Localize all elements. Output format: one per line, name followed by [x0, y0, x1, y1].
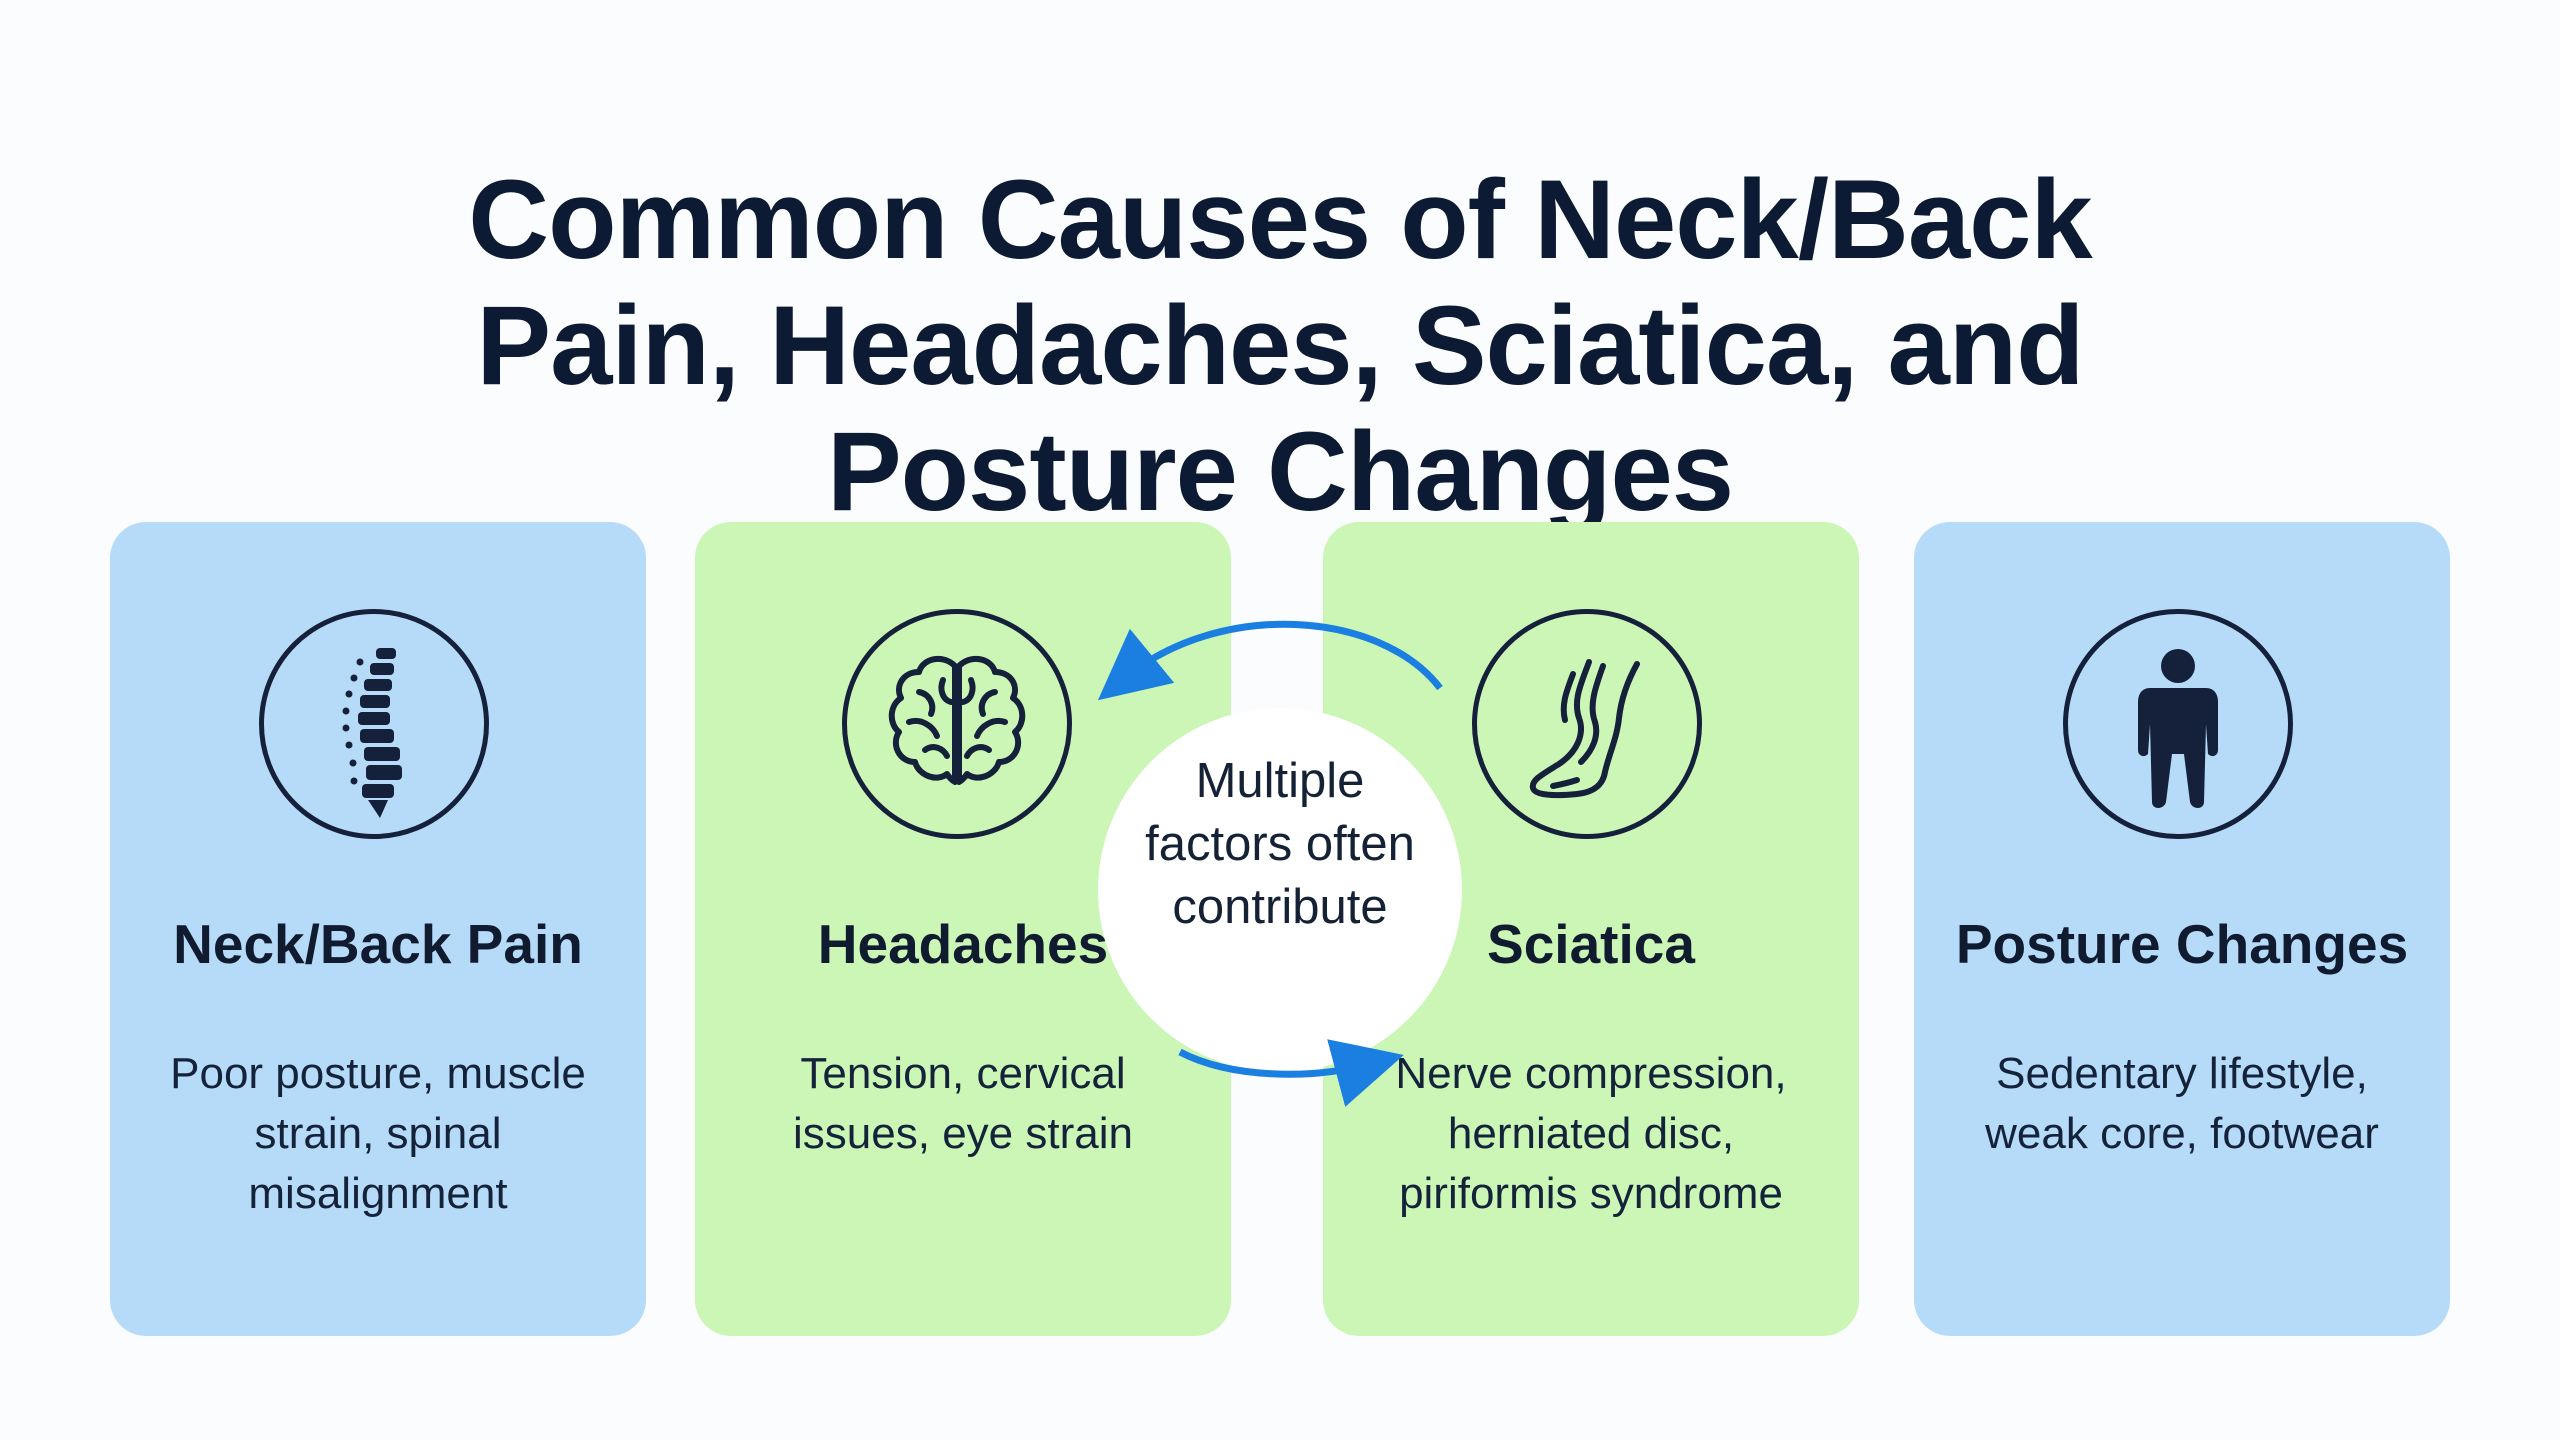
center-line: factors often — [1145, 817, 1415, 871]
center-line: contribute — [1172, 880, 1388, 934]
spine-icon — [259, 609, 489, 839]
desc-line: Sedentary lifestyle, — [1996, 1049, 2368, 1098]
card-title: Neck/Back Pain — [173, 913, 583, 975]
center-text: Multiple factors often contribute — [1098, 750, 1462, 939]
card-neck-back-pain: Neck/Back Pain Poor posture, muscle stra… — [110, 522, 646, 1336]
desc-line: herniated disc, — [1447, 1109, 1735, 1158]
card-title: Headaches — [817, 913, 1109, 975]
card-description: Poor posture, muscle strain, spinal misa… — [130, 1044, 626, 1224]
center-line: Multiple — [1195, 754, 1365, 808]
desc-line: Poor posture, muscle — [170, 1049, 586, 1098]
card-title: Sciatica — [1487, 913, 1695, 975]
center-callout: Multiple factors often contribute — [1098, 708, 1462, 1072]
title-line-3: Posture Changes — [826, 409, 1734, 535]
desc-line: Tension, cervical — [800, 1049, 1126, 1098]
title-line-2: Pain, Headaches, Sciatica, and — [476, 283, 2084, 409]
desc-line: strain, spinal — [254, 1109, 502, 1158]
title-line-1: Common Causes of Neck/Back — [468, 157, 2092, 283]
brain-icon — [842, 609, 1072, 839]
desc-line: piriformis syndrome — [1399, 1169, 1783, 1218]
card-description: Nerve compression, herniated disc, pirif… — [1343, 1044, 1839, 1224]
leg-nerve-icon — [1472, 609, 1702, 839]
desc-line: Nerve compression, — [1395, 1049, 1787, 1098]
desc-line: weak core, footwear — [1985, 1109, 2379, 1158]
desc-line: misalignment — [248, 1169, 508, 1218]
page-title: Common Causes of Neck/Back Pain, Headach… — [380, 157, 2180, 535]
card-posture-changes: Posture Changes Sedentary lifestyle, wea… — [1914, 522, 2450, 1336]
person-icon — [2063, 609, 2293, 839]
card-title: Posture Changes — [1955, 913, 2409, 975]
card-description: Tension, cervical issues, eye strain — [715, 1044, 1211, 1164]
desc-line: issues, eye strain — [793, 1109, 1133, 1158]
card-description: Sedentary lifestyle, weak core, footwear — [1934, 1044, 2430, 1164]
